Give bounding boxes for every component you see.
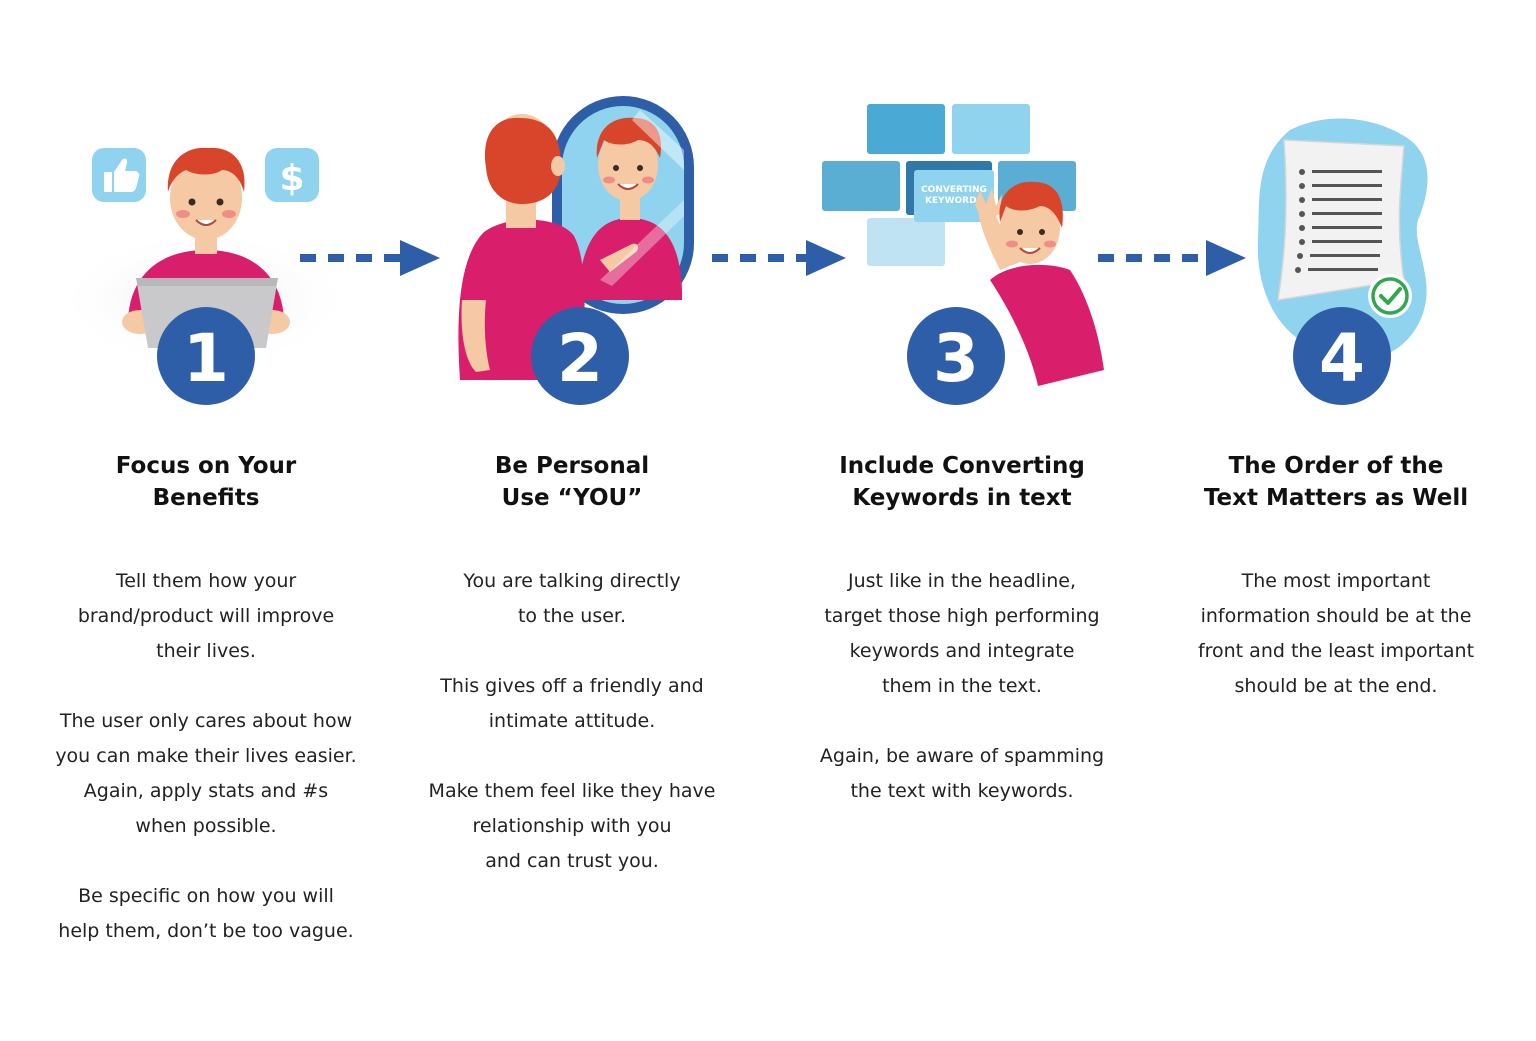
step-2-number-badge: 2 [531, 307, 629, 405]
step-1-column: Focus on Your Benefits Tell them how you… [26, 450, 386, 984]
step-3-description: Just like in the headline, target those … [782, 564, 1142, 809]
paragraph: This gives off a friendly and intimate a… [440, 675, 704, 732]
svg-text:4: 4 [1319, 320, 1365, 397]
document-list-icon [1277, 139, 1405, 301]
step-3-column: Include Converting Keywords in text Just… [782, 450, 1142, 844]
step-4-column: The Order of the Text Matters as Well Th… [1156, 450, 1516, 739]
step-1-title: Focus on Your Benefits [115, 453, 297, 511]
dollar-icon: $ [265, 148, 319, 202]
step-4-illustration: 4 [1257, 118, 1428, 405]
step-4-number-badge: 4 [1293, 307, 1391, 405]
paragraph: Tell them how your brand/product will im… [77, 570, 335, 662]
step-3-illustration: CONVERTING KEYWORDS 3 [822, 104, 1104, 405]
step-1-illustration: $ 1 [55, 147, 355, 405]
step-1-description: Tell them how your brand/product will im… [26, 564, 386, 949]
paragraph: Just like in the headline, target those … [824, 570, 1100, 697]
step-4-title: The Order of the Text Matters as Well [1203, 453, 1469, 511]
step-1-number-badge: 1 [157, 307, 255, 405]
step-4-description: The most important information should be… [1156, 564, 1516, 704]
svg-text:1: 1 [183, 320, 229, 397]
step-2-title: Be Personal Use “YOU” [494, 453, 650, 511]
arrow-3-to-4 [1098, 240, 1246, 276]
paragraph: Make them feel like they have relationsh… [428, 780, 716, 872]
svg-text:2: 2 [557, 320, 603, 397]
svg-text:3: 3 [933, 320, 979, 397]
checkmark-icon [1368, 274, 1412, 318]
svg-text:$: $ [279, 158, 304, 199]
arrow-1-to-2 [300, 240, 440, 276]
svg-text:CONVERTING: CONVERTING [921, 185, 987, 195]
illustrations: $ 1 [55, 96, 1428, 405]
keyword-block-icon: CONVERTING KEYWORDS [906, 161, 994, 222]
step-3-number-badge: 3 [907, 307, 1005, 405]
paragraph: Again, be aware of spamming the text wit… [819, 745, 1105, 802]
paragraph: The user only cares about how you can ma… [55, 710, 357, 837]
step-2-description: You are talking directly to the user. Th… [392, 564, 752, 879]
mirror-icon [552, 96, 694, 314]
step-2-illustration: 2 [458, 96, 694, 405]
paragraph: Be specific on how you will help them, d… [58, 885, 354, 942]
step-3-title: Include Converting Keywords in text [839, 453, 1085, 511]
arrow-2-to-3 [712, 240, 846, 276]
paragraph: You are talking directly to the user. [463, 570, 681, 627]
svg-text:KEYWORDS: KEYWORDS [925, 196, 983, 206]
paragraph: The most important information should be… [1197, 570, 1475, 697]
thumbs-up-icon [92, 148, 146, 202]
step-2-column: Be Personal Use “YOU” You are talking di… [392, 450, 752, 914]
person-3 [975, 181, 1104, 386]
